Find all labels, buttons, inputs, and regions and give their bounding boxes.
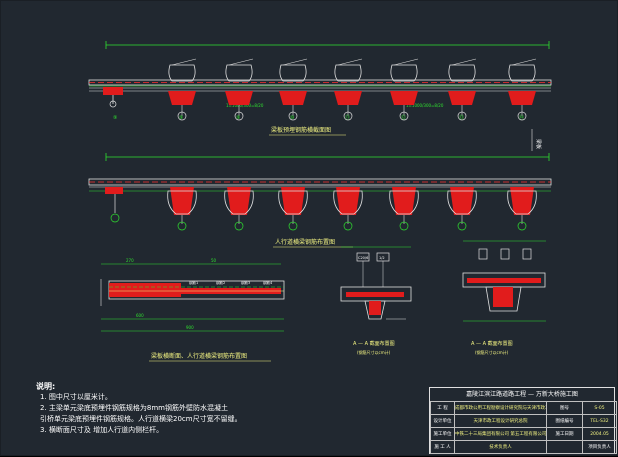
section-main: 270 50 钢筋1 钢筋2 钢筋3 钢筋4 600 900 [100,258,285,332]
notes-item: 2. 主梁单元梁底预埋件钢筋规格为8mm钢筋外壁防水混凝土 [40,404,228,412]
tb-cell: TEL-S32 [582,414,617,428]
plan-top-dim-1: 1=1000/300=8/20 [226,103,264,108]
plan-bottom-title: 人行道横梁钢筋布置图 [275,238,335,246]
tb-cell: 施 工 人 [430,440,455,454]
axis-label-7: ⑬ [459,114,464,121]
project-title: 嘉陵江滨江路道路工程 — 万新大桥施工图 [430,388,614,402]
notes-item: 引桥单元梁底预埋件钢筋规格。人行道横梁20cm尺寸宽不留缝。 [40,415,242,423]
notes-heading: 说明: [36,382,56,391]
tb-cell: 图号 [546,401,583,415]
axis-label-5: ⑪ [345,114,350,121]
tb-cell: 2004.05 [582,427,617,441]
tb-cell: 工 程 [430,401,455,415]
plan-top-title: 梁板预埋钢筋横截面图 [271,126,331,134]
notes-item: 1. 图中尺寸以厘米计。 [40,393,112,401]
section-a-label-2: 1/2 [379,256,385,260]
axis-labels: ⑨ ⑨ ⑨ ⑩ ⑪ ⑫ ⑬ ⑭ [113,114,524,121]
title-block: 嘉陵江滨江路道路工程 — 万新大桥施工图 工 程 成都市政公用工程勘察设计研究院… [429,387,617,454]
section-a-subtitle: (钢筋尺寸以cm计) [357,349,391,355]
tb-cell: 技术负责人 [454,440,547,454]
tb-cell: S-05 [582,401,617,415]
axis-label-8: ⑭ [519,114,524,121]
section-main-title: 梁板横断面、人行道横梁钢筋布置图 [151,352,247,360]
section-main-dim-bottom-2: 900 [186,325,194,330]
plan-top: 1=1000/300=8/20 1=1000/300=8/20 [88,41,552,108]
axis-label-3: ⑨ [236,115,240,121]
section-main-dim-top-2: 50 [211,258,217,263]
axis-label-1: ⑨ [113,115,117,121]
section-b-title: A — A 截面布置图 [471,340,513,347]
tb-cell [546,440,583,454]
tb-cell: 设计单位 [430,414,455,428]
plan-top-beams [168,58,537,121]
title-block-table: 工 程 成都市政公用工程勘察设计研究院与天津市政工程设计研究总院 图号 S-05… [430,401,617,454]
plan-bottom-beams [167,187,537,231]
section-b-subtitle: (钢筋尺寸以cm计) [475,349,509,355]
section-main-tag-3: 钢筋3 [241,280,250,285]
section-main-dim-top-1: 270 [126,258,134,263]
plan-bottom [88,153,552,223]
section-main-tag-4: 钢筋4 [263,280,273,285]
tb-cell: 施工单位 [430,427,455,441]
tb-cell: 项目负责人 [582,440,617,454]
notes-item: 3. 横断面尺寸及 增加人行道内侧栏杆。 [40,426,164,434]
section-a-label-1: C20/6 [358,256,368,260]
tb-cell: 成都市政公用工程勘察设计研究院与天津市政工程设计研究总院 [454,401,547,415]
axis-label-2: ⑨ [179,115,183,121]
section-a-title: A — A 截面布置图 [353,340,395,347]
tb-cell: 中铁二十三局集团有限公司 第五工程有限公司 [454,427,547,441]
section-b [462,240,546,322]
tb-cell: 施工日期 [546,427,583,441]
plan-top-dim-2: 1=1000/300=8/20 [406,103,444,108]
axis-label-6: ⑫ [401,114,406,121]
section-main-tag-2: 钢筋2 [216,280,225,285]
axis-label-4: ⑩ [290,115,295,121]
section-main-dim-bottom-1: 600 [136,313,144,318]
tb-cell: 天津市政工程设计研究总院 [454,414,547,428]
section-a: C20/6 1/2 [340,246,412,320]
section-main-tag-1: 钢筋1 [189,280,198,285]
side-note: 梁板 [535,139,542,149]
notes-block: 说明: 1. 图中尺寸以厘米计。 2. 主梁单元梁底预埋件钢筋规格为8mm钢筋外… [36,381,242,436]
tb-cell: 图纸编号 [546,414,583,428]
